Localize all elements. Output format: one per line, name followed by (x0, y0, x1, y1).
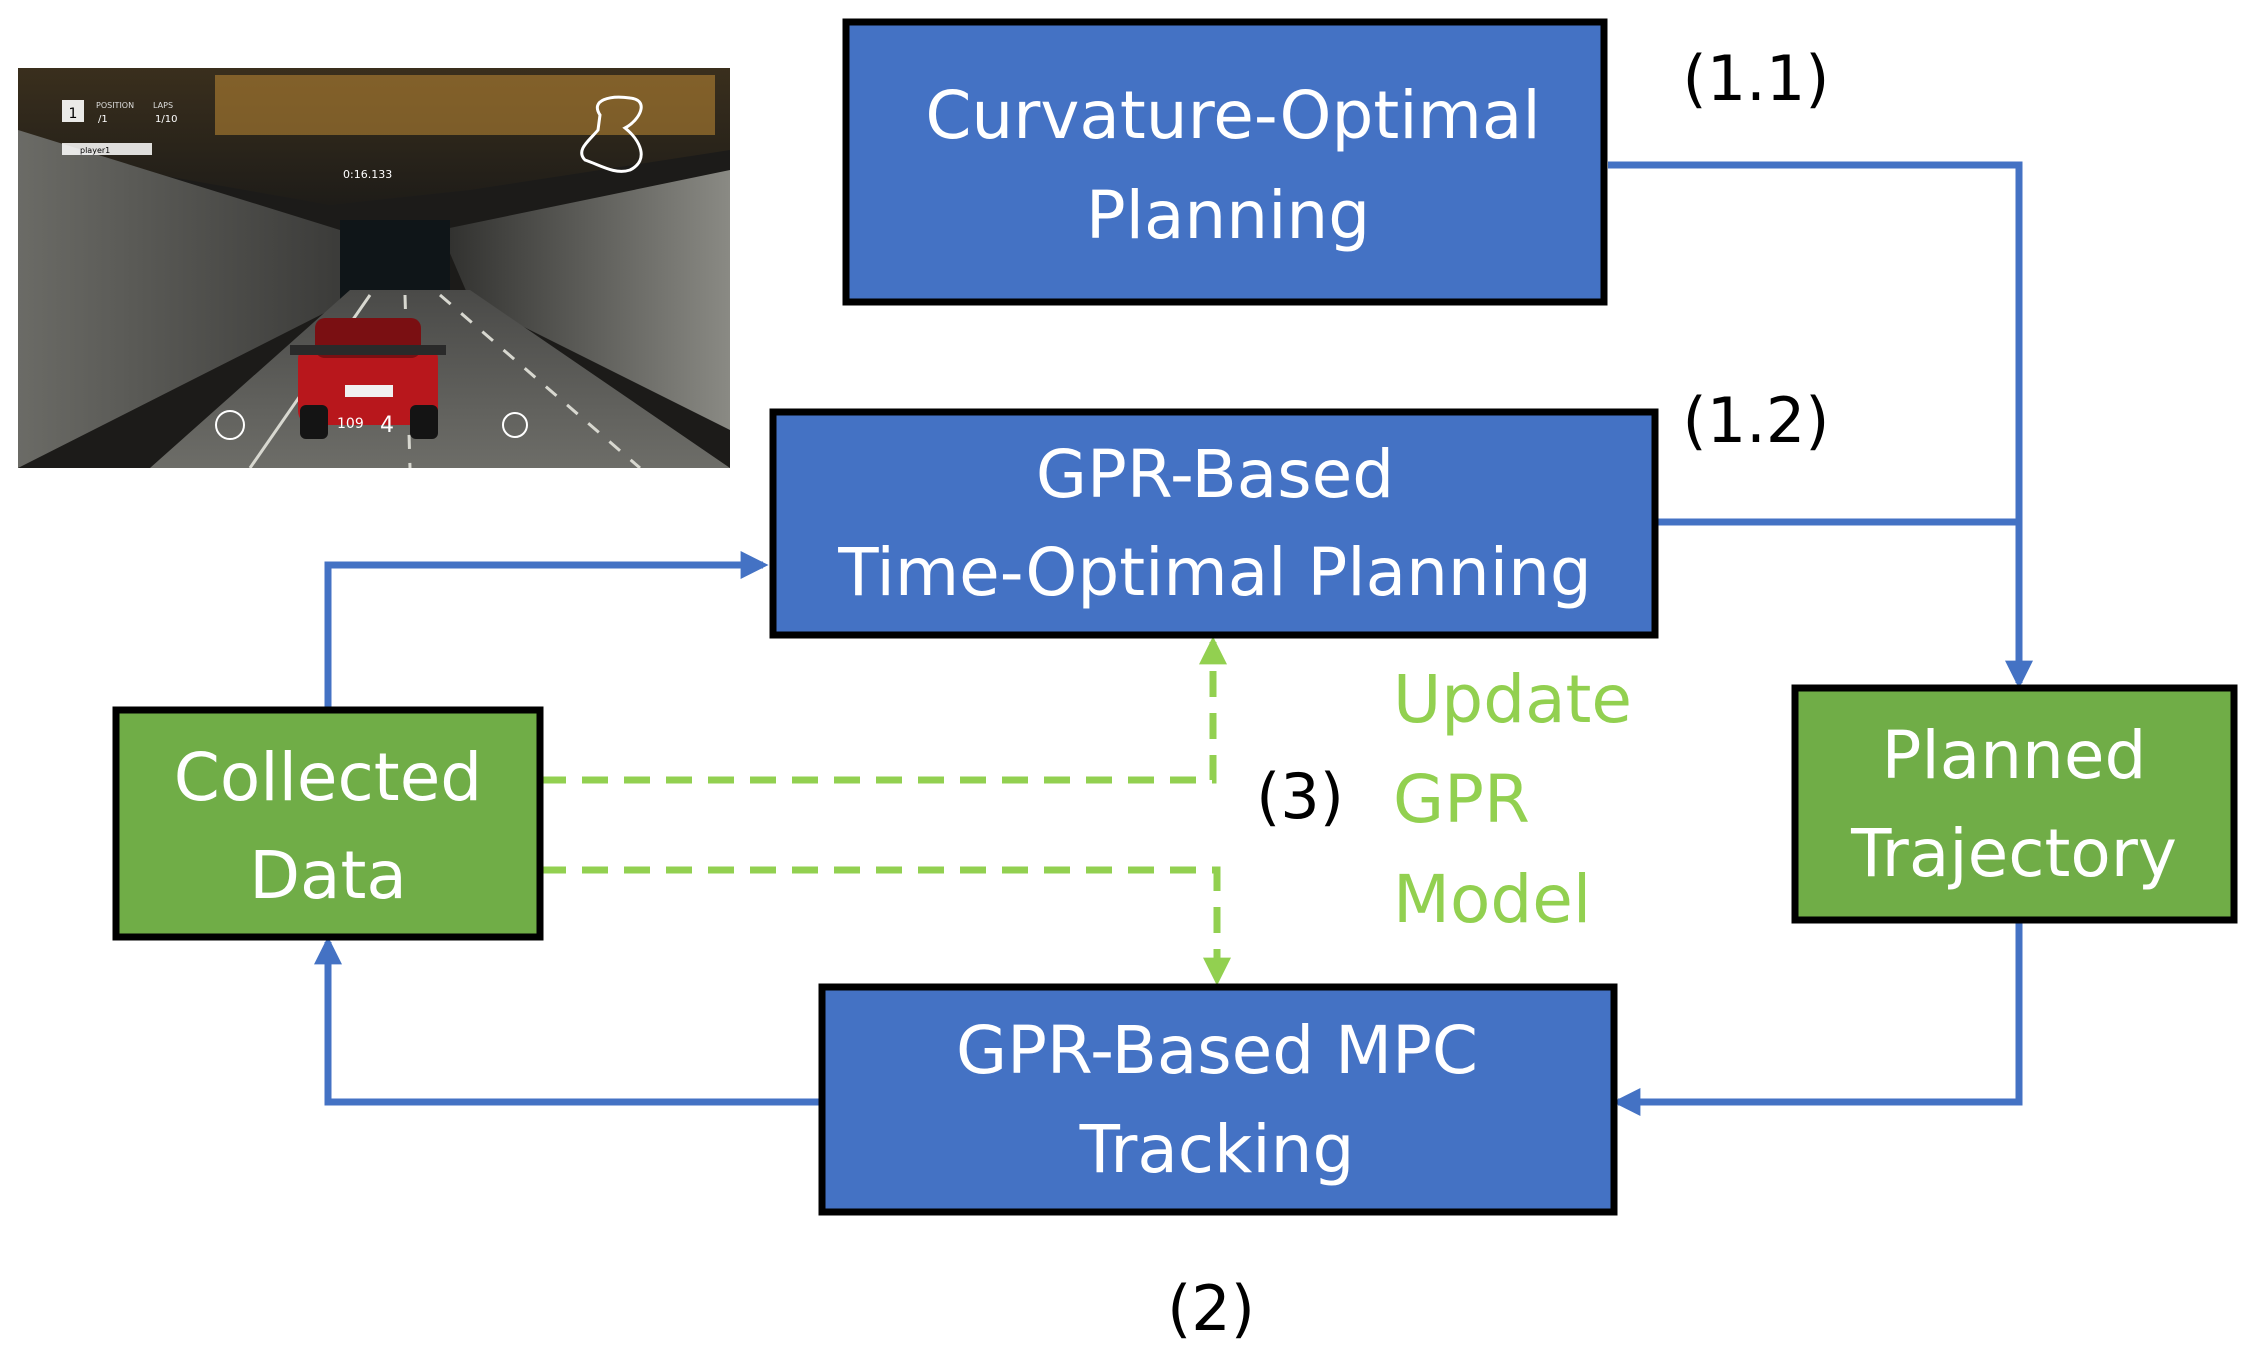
arrow-planned-to-mpc (1612, 923, 2023, 1116)
box-collected-line2: Data (249, 837, 407, 914)
hud-speed: 109 (337, 416, 364, 432)
box-planned-line1: Planned (1882, 717, 2147, 794)
box-curvature-optimal-planning: Curvature-Optimal Planning (842, 18, 1608, 306)
step-label-2: (2) (1167, 1272, 1255, 1345)
hud-laps-value: 1/10 (155, 114, 177, 125)
box-gpr-planning-line1: GPR-Based (1036, 436, 1394, 513)
update-line3: Model (1393, 861, 1591, 938)
hud-position-total: /1 (98, 114, 108, 125)
hud-gear: 4 (380, 413, 394, 438)
step-label-1-2: (1.2) (1683, 384, 1830, 457)
tachometer-icon (215, 410, 245, 440)
box-mpc-line1: GPR-Based MPC (956, 1012, 1478, 1089)
hud-position-value: 1 (69, 106, 78, 122)
box-gpr-mpc-tracking: GPR-Based MPC Tracking (818, 983, 1618, 1216)
box-curvature-line2: Planning (1086, 177, 1370, 254)
crosshair-icon (502, 412, 528, 438)
box-gpr-planning-line2: Time-Optimal Planning (837, 534, 1592, 611)
update-line1: Update (1393, 661, 1632, 738)
hud-laps-label: LAPS (153, 101, 173, 110)
track-minimap-icon (580, 95, 643, 173)
box-planned-line2: Trajectory (1850, 815, 2177, 892)
box-collected-data: Collected Data (112, 706, 544, 941)
hud-lap-time: 0:16.133 (343, 168, 392, 181)
hud-player-name: player1 (80, 146, 110, 155)
arrow-curvature-to-planned (1608, 161, 2033, 689)
box-gpr-time-optimal-planning: GPR-Based Time-Optimal Planning (769, 408, 1659, 639)
dashed-update-planning (540, 636, 1227, 784)
step-label-1-1: (1.1) (1683, 42, 1830, 115)
hud-position-label: POSITION (96, 101, 134, 110)
racing-game-screenshot: 1 POSITION /1 LAPS 1/10 player1 0:16.133… (18, 68, 730, 468)
race-car (290, 318, 446, 439)
box-mpc-line2: Tracking (1079, 1111, 1355, 1188)
update-gpr-model-label: Update GPR Model (1393, 661, 1632, 938)
arrow-mpc-to-collected (314, 936, 822, 1106)
box-collected-line1: Collected (174, 739, 482, 816)
box-planned-trajectory: Planned Trajectory (1791, 684, 2238, 924)
step-label-3: (3) (1256, 760, 1344, 833)
arrow-collected-to-gpr-planning (324, 551, 769, 710)
box-curvature-line1: Curvature-Optimal (925, 77, 1540, 154)
update-line2: GPR (1393, 761, 1530, 838)
dashed-update-mpc (540, 866, 1231, 986)
